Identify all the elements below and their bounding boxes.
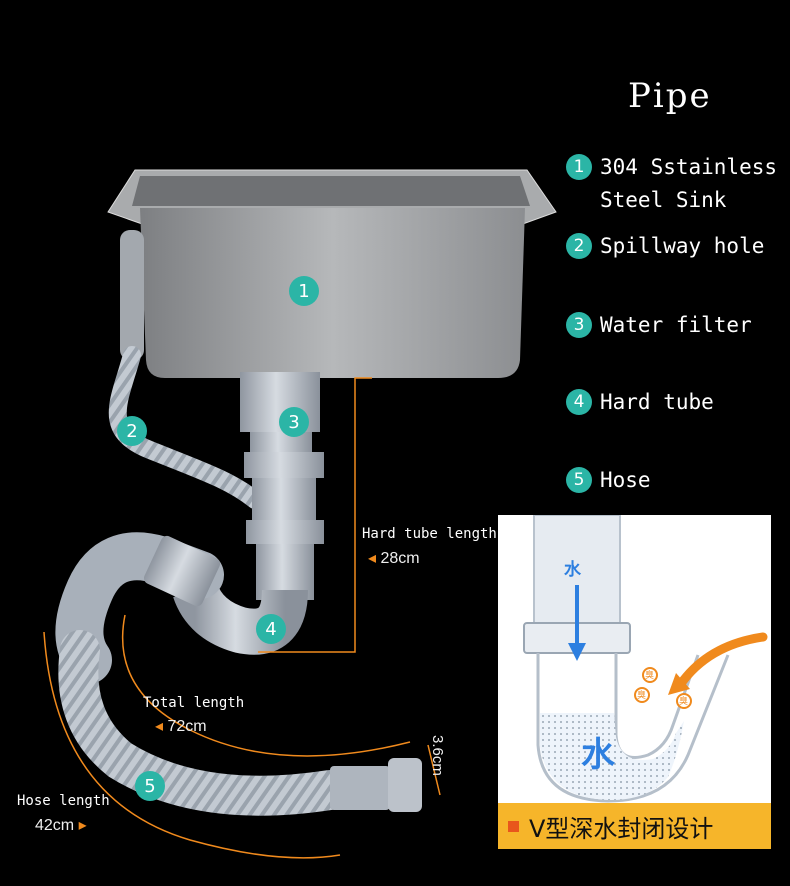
total-dimension-line <box>121 614 411 757</box>
legend-badge: 4 <box>566 389 592 415</box>
arrow-right-icon: ▸ <box>74 817 87 834</box>
hose-dimension-line <box>43 631 341 859</box>
legend-item-hose: 5 Hose <box>566 467 651 497</box>
legend-badge: 2 <box>566 233 592 259</box>
marker-4: 4 <box>256 614 286 644</box>
hard-tube-length-number: 28cm <box>380 550 420 567</box>
legend-item-filter: 3 Water filter <box>566 312 752 342</box>
curved-arrow-icon <box>668 673 690 695</box>
marker-1: 1 <box>289 276 319 306</box>
legend-label: 304 Sstainless Steel Sink <box>600 151 777 217</box>
hose-length-number: 42cm <box>35 817 75 834</box>
trap-diagram <box>523 515 768 803</box>
legend-badge: 1 <box>566 154 592 180</box>
water-label-bottom: 水 <box>581 735 615 775</box>
arrow-left-icon: ◂ <box>155 718 168 735</box>
page-title: Pipe <box>628 76 712 116</box>
total-length-label: Total length <box>143 695 245 711</box>
odor-bubble: 臭 <box>637 691 647 701</box>
hose-end <box>330 766 390 810</box>
inset-caption: V型深水封闭设计 <box>498 803 771 849</box>
total-length-value: ◂ 72cm <box>155 716 207 736</box>
total-length-number: 72cm <box>167 718 207 735</box>
water-label-top: 水 <box>564 560 581 580</box>
legend-label: Hose <box>600 468 651 492</box>
legend-badge: 5 <box>566 467 592 493</box>
flex-hose <box>58 630 350 816</box>
legend-label-line2: Steel Sink <box>600 188 727 212</box>
sink-basin <box>140 208 525 378</box>
spillway-hose <box>108 346 264 509</box>
overflow-tube <box>120 230 144 360</box>
legend-label-line1: 304 Sstainless <box>600 155 778 179</box>
water-seal <box>540 713 684 801</box>
hard-tube-length-label: Hard tube length <box>362 526 497 542</box>
hose-length-value: 42cm ▸ <box>35 815 87 835</box>
hose-length-label: Hose length <box>17 793 110 809</box>
hard-tube-length-value: ◂ 28cm <box>368 548 420 568</box>
odor-bubble: 臭 <box>645 671 655 681</box>
legend-label: Water filter <box>600 313 752 337</box>
bullet-square-icon <box>508 820 519 832</box>
legend-item-hard-tube: 4 Hard tube <box>566 389 714 419</box>
legend-item-spillway: 2 Spillway hole <box>566 233 764 263</box>
odor-bubble: 臭 <box>679 697 689 707</box>
legend-item-sink: 1 304 Sstainless Steel Sink <box>566 154 777 217</box>
diameter-dimension-line <box>427 744 441 796</box>
marker-3: 3 <box>279 407 309 437</box>
hard-tube-dimension-line <box>258 377 372 653</box>
marker-2: 2 <box>117 416 147 446</box>
legend-label: Hard tube <box>600 390 714 414</box>
legend-label: Spillway hole <box>600 234 765 258</box>
marker-5: 5 <box>135 771 165 801</box>
hard-tube <box>173 581 308 655</box>
inset-caption-text: V型深水封闭设计 <box>529 814 714 843</box>
arrow-left-icon: ◂ <box>368 550 381 567</box>
trap-inset: 水 水 臭 臭 臭 V型深水封闭设计 <box>498 515 771 849</box>
arrow-down-icon <box>568 643 586 661</box>
diameter-value: 3.6cm <box>429 735 446 776</box>
legend-badge: 3 <box>566 312 592 338</box>
